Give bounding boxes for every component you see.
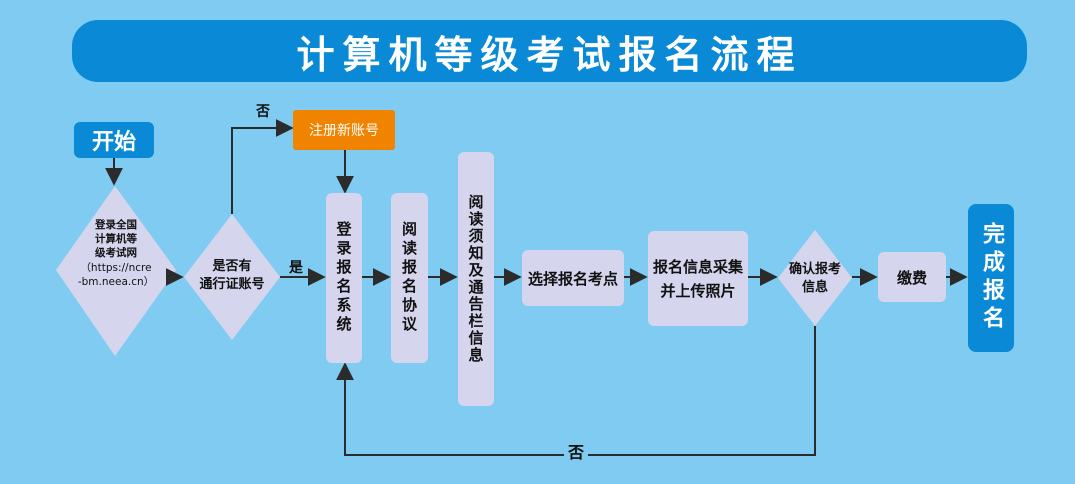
confirm-line1: 确认报考	[788, 262, 841, 277]
login-system-label: 登录报名系统	[334, 221, 353, 335]
title-banner: 计算机等级考试报名流程	[72, 20, 1027, 82]
login-site-line2: 计算机等	[95, 233, 137, 246]
confirm-line2: 信息	[801, 279, 828, 295]
start-node: 开始	[74, 122, 154, 158]
login-site-line5: -bm.neea.cn）	[77, 275, 155, 288]
finish-label: 完成报名	[979, 222, 1004, 334]
login-site-line3: 级考试网	[95, 247, 137, 260]
has-account-line2: 通行证账号	[199, 276, 265, 292]
pay-node: 缴费	[878, 252, 946, 302]
confirm-label: 确认报考 信息	[778, 261, 852, 296]
page-title: 计算机等级考试报名流程	[296, 32, 803, 77]
edge-no-bottom: 否	[564, 439, 589, 463]
choose-site-node: 选择报名考点	[522, 250, 624, 306]
read-notice-node: 阅读须知及通告栏信息	[458, 152, 494, 406]
pay-label: 缴费	[896, 268, 927, 287]
read-agreement-node: 阅读报名协议	[391, 193, 428, 363]
login-site-line4: （https://ncre	[80, 261, 152, 274]
upload-line2: 并上传照片	[660, 281, 736, 300]
arrow-no-to-register	[231, 119, 294, 214]
choose-site-label: 选择报名考点	[527, 269, 618, 288]
register-node: 注册新账号	[293, 110, 395, 150]
upload-line1: 报名信息采集	[652, 257, 743, 276]
edge-no-top: 否	[256, 104, 270, 120]
diamond-confirm	[778, 230, 852, 326]
login-system-node: 登录报名系统	[326, 193, 362, 363]
login-site-line1: 登录全国	[95, 219, 137, 231]
register-label: 注册新账号	[309, 123, 379, 139]
edge-yes: 是	[289, 260, 303, 276]
finish-node: 完成报名	[968, 204, 1014, 352]
upload-node: 报名信息采集 并上传照片	[648, 231, 748, 326]
read-agreement-label: 阅读报名协议	[400, 221, 418, 335]
read-notice-label: 阅读须知及通告栏信息	[466, 194, 485, 364]
has-account-label: 是否有 通行证账号	[184, 258, 280, 293]
diamond-login-site	[56, 186, 176, 356]
start-label: 开始	[91, 130, 136, 155]
login-site-label: 登录全国 计算机等 级考试网 （https://ncre -bm.neea.cn…	[56, 218, 176, 289]
diamond-has-account	[184, 214, 280, 340]
has-account-line1: 是否有	[212, 259, 252, 274]
